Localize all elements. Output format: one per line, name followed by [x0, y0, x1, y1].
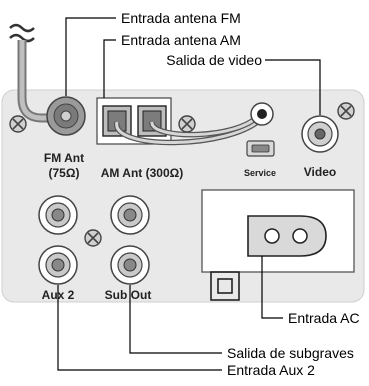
sub-out-rca-upper: [110, 195, 150, 235]
aux2-rca-upper: [38, 195, 78, 235]
video-connector: [301, 115, 339, 153]
aux2-rca-connector: [38, 245, 78, 285]
fm-ant-label: FM Ant: [44, 151, 84, 165]
callout-fm-antenna-input: Entrada antena FM: [121, 10, 241, 26]
fm-antenna-connector: [46, 96, 86, 136]
am-ant-label: AM Ant (300Ω): [101, 166, 184, 180]
service-jack: [246, 102, 275, 157]
callout-ac-input: Entrada AC: [288, 310, 360, 326]
callout-am-antenna-input: Entrada antena AM: [121, 32, 241, 48]
video-label: Video: [304, 165, 336, 179]
screw-icon: [178, 115, 196, 133]
fm-antenna-cable: [9, 23, 56, 123]
callout-subwoofer-output: Salida de subgraves: [227, 345, 354, 361]
sub-out-rca-connector: [110, 245, 150, 285]
service-label: Service: [244, 168, 276, 178]
ac-inlet: [201, 189, 355, 273]
callout-lines: [57, 17, 321, 371]
fm-impedance-label: (75Ω): [49, 166, 80, 180]
screw-icon: [84, 229, 102, 247]
screw-icon: [337, 102, 355, 120]
screw-icon: [9, 115, 27, 133]
double-insulation-icon: [210, 271, 240, 301]
callout-video-output: Salida de video: [166, 52, 262, 68]
am-antenna-wire: [114, 112, 264, 146]
callout-aux2-input: Entrada Aux 2: [227, 362, 315, 378]
sub-out-label: Sub Out: [105, 288, 152, 302]
